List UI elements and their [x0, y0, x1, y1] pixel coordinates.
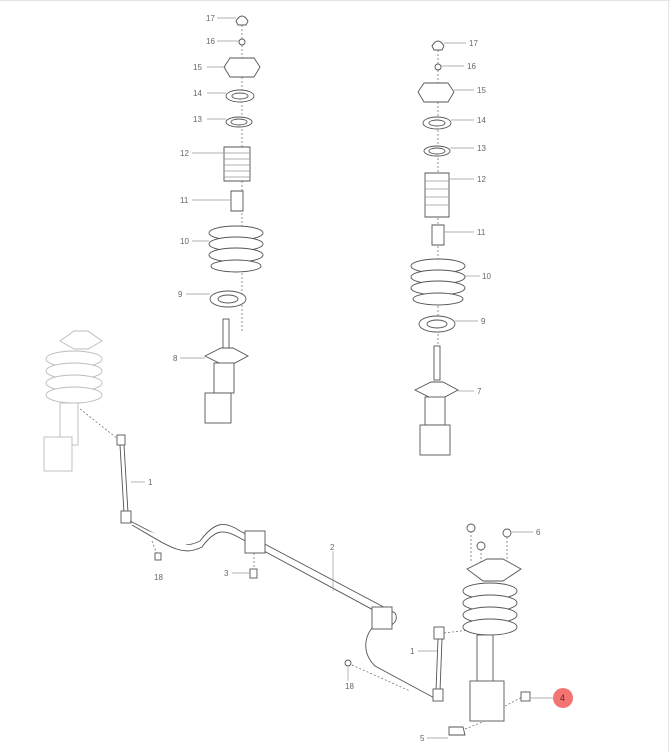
left-strut-assembly — [43, 330, 103, 472]
cap-icon[interactable] — [431, 40, 445, 51]
right-strut-exploded: 17 16 15 14 13 12 11 10 9 7 — [410, 39, 491, 456]
nut-icon[interactable] — [466, 523, 476, 533]
left-labels: 17 16 15 14 13 12 11 10 9 8 — [173, 14, 239, 363]
nut-icon[interactable] — [434, 63, 442, 71]
label-10: 10 — [180, 237, 189, 246]
bumper-icon[interactable] — [431, 224, 445, 246]
label-10: 10 — [482, 272, 491, 281]
nut-icon[interactable] — [476, 541, 486, 551]
bumper-icon[interactable] — [230, 190, 244, 212]
shock-absorber-icon[interactable] — [203, 318, 249, 424]
stabilizer-link-right[interactable] — [432, 626, 445, 702]
nut-icon[interactable] — [238, 38, 246, 46]
stabilizer-assembly: 1 2 3 18 1 18 — [79, 408, 479, 702]
lower-nut-icon[interactable] — [520, 691, 531, 702]
label-7: 7 — [477, 387, 482, 396]
lower-bolt-icon[interactable] — [448, 726, 466, 736]
cap-icon[interactable] — [235, 15, 249, 26]
label-17: 17 — [469, 39, 478, 48]
spring-icon[interactable] — [208, 225, 264, 273]
mount-icon[interactable] — [417, 82, 455, 103]
label-11: 11 — [477, 228, 486, 237]
label-14: 14 — [193, 89, 202, 98]
label-9: 9 — [178, 290, 183, 299]
label-3: 3 — [224, 569, 229, 578]
shock-absorber-icon[interactable] — [413, 345, 459, 456]
label-14: 14 — [477, 116, 486, 125]
label-16: 16 — [467, 62, 476, 71]
label-15: 15 — [477, 86, 486, 95]
label-13: 13 — [477, 144, 486, 153]
label-4[interactable]: 4 — [560, 693, 565, 703]
left-strut-exploded: 17 16 15 14 13 12 11 10 9 8 — [173, 14, 264, 424]
spring-icon[interactable] — [410, 258, 466, 306]
mount-icon[interactable] — [223, 57, 261, 78]
bushing-right-icon[interactable] — [371, 606, 393, 630]
stabilizer-link-left[interactable] — [116, 434, 132, 524]
highlight-marker[interactable] — [553, 688, 573, 708]
label-1-left: 1 — [148, 478, 153, 487]
bolt-icon[interactable] — [249, 568, 258, 579]
label-1-right: 1 — [410, 647, 415, 656]
label-17: 17 — [206, 14, 215, 23]
label-8: 8 — [173, 354, 178, 363]
right-strut-assembly: 6 4 5 — [420, 523, 573, 743]
label-5: 5 — [420, 734, 425, 743]
label-12: 12 — [180, 149, 189, 158]
nut-icon[interactable] — [502, 528, 512, 538]
nut-icon[interactable] — [344, 659, 352, 667]
label-16: 16 — [206, 37, 215, 46]
label-13: 13 — [193, 115, 202, 124]
label-2: 2 — [330, 543, 335, 552]
boot-icon[interactable] — [223, 146, 251, 182]
bushing-left-icon[interactable] — [244, 530, 266, 554]
label-6: 6 — [536, 528, 541, 537]
boot-icon[interactable] — [424, 172, 450, 218]
right-labels: 17 16 15 14 13 12 11 10 9 7 — [441, 39, 491, 396]
label-18-right: 18 — [345, 682, 354, 691]
label-12: 12 — [477, 175, 486, 184]
label-15: 15 — [193, 63, 202, 72]
nut-icon[interactable] — [154, 552, 162, 561]
label-18-left: 18 — [154, 573, 163, 582]
label-9: 9 — [481, 317, 486, 326]
label-11: 11 — [180, 196, 189, 205]
